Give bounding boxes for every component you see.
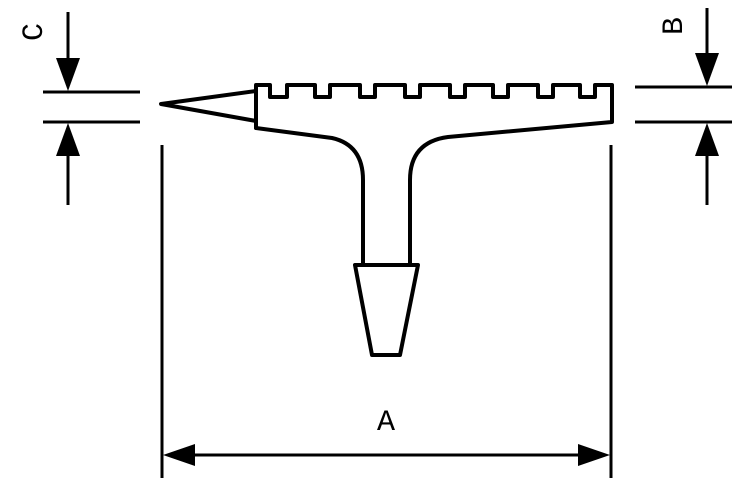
label-c: C: [18, 23, 52, 41]
dimension-b: B: [635, 8, 732, 205]
part-outline: [159, 83, 614, 357]
arrow-down-icon: [695, 53, 719, 86]
arrow-right-icon: [578, 444, 610, 466]
dimension-a: A: [160, 145, 613, 478]
stem-left: [254, 126, 365, 265]
tip-triangle: [159, 89, 258, 123]
label-a: A: [377, 406, 395, 440]
arrow-down-icon: [56, 58, 80, 91]
arrow-up-icon: [695, 123, 719, 156]
dimension-c: C: [18, 12, 140, 205]
arrow-up-icon: [56, 123, 80, 156]
label-b: B: [658, 17, 692, 35]
cone-tip: [353, 263, 420, 357]
arrow-left-icon: [163, 444, 195, 466]
comb-body: [254, 83, 614, 265]
